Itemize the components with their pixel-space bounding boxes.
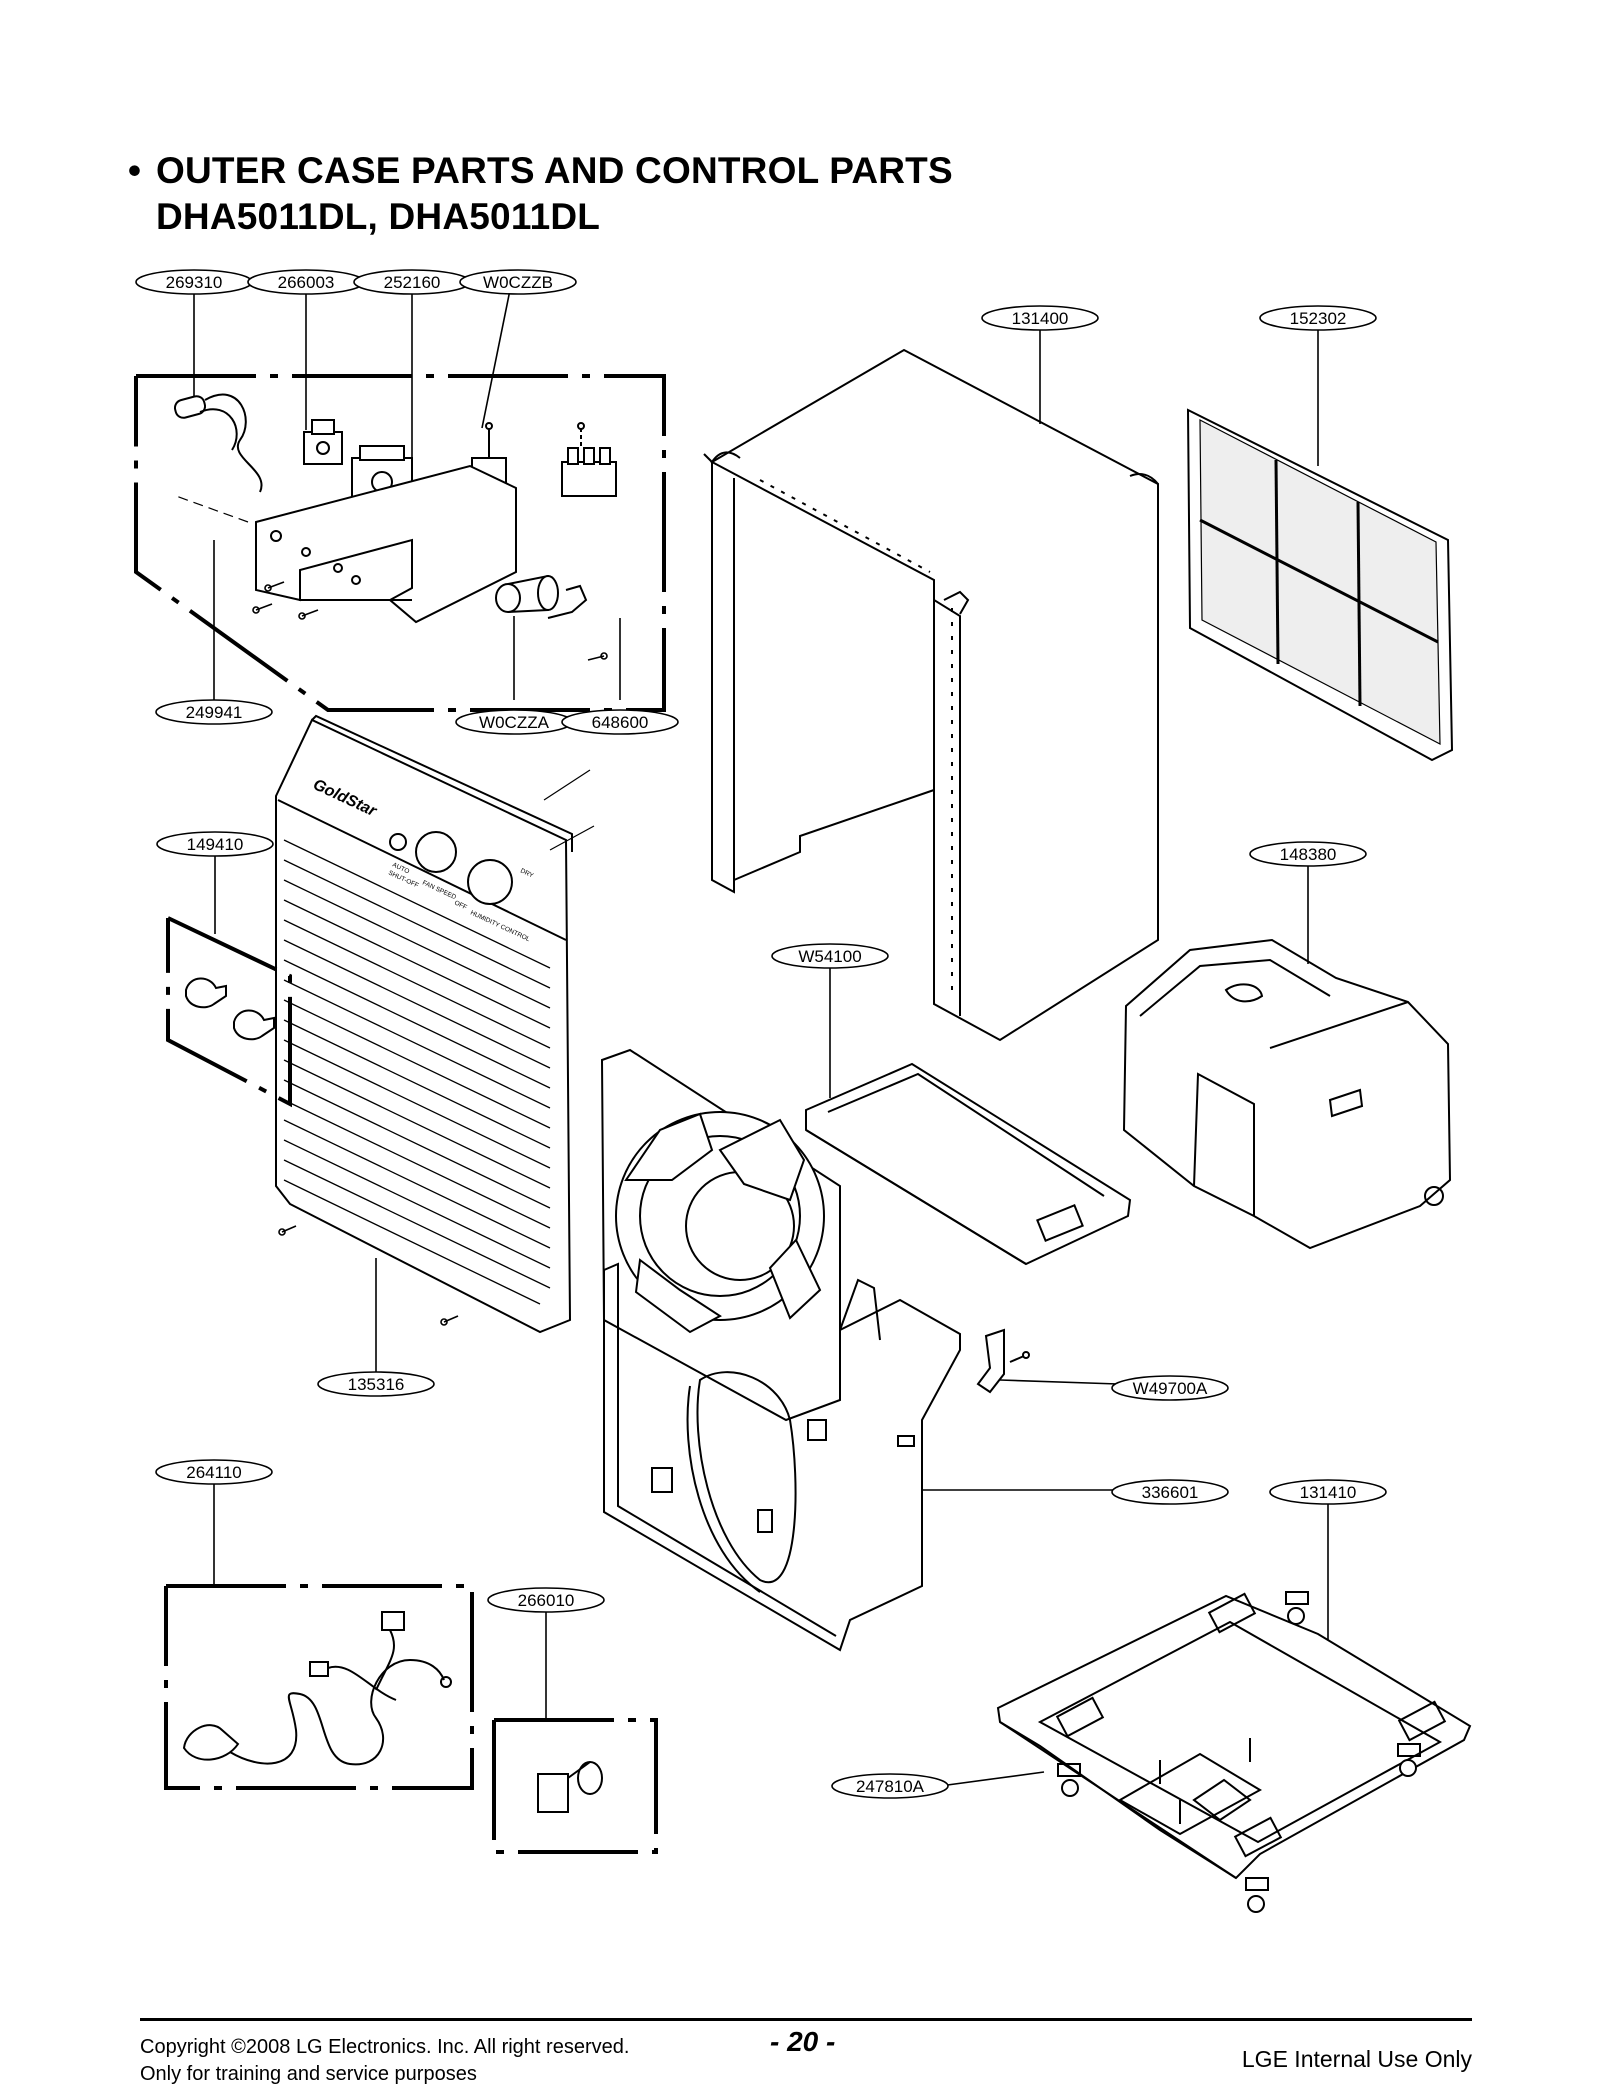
label-152302: 152302 (1259, 305, 1377, 331)
label-247810A: 247810A (831, 1773, 949, 1799)
base-pan (996, 1591, 1472, 1913)
control-parts-group (134, 374, 666, 712)
footer-divider (140, 2018, 1472, 2021)
svg-text:252160: 252160 (384, 273, 441, 292)
humidity-knob-shape (467, 859, 513, 905)
front-grille-panel (275, 714, 595, 1334)
internal-use-note: LGE Internal Use Only (1241, 2046, 1472, 2072)
svg-text:152302: 152302 (1290, 309, 1347, 328)
switch-group-frame (492, 1718, 658, 1854)
svg-text:W0CZZB: W0CZZB (483, 273, 553, 292)
svg-text:131410: 131410 (1300, 1483, 1357, 1502)
svg-text:148380: 148380 (1280, 845, 1337, 864)
page-number: - 20 - (770, 2026, 836, 2057)
knobs-group-frame (166, 916, 292, 1108)
casters (1057, 1591, 1421, 1913)
label-648600: 648600 (561, 709, 679, 735)
svg-text:266003: 266003 (278, 273, 335, 292)
rotary-switch-part (303, 419, 343, 465)
power-cord-frame (164, 1584, 474, 1790)
training-note: Only for training and service purposes (140, 2063, 477, 2085)
label-W49700A: W49700A (1111, 1375, 1229, 1401)
label-131410: 131410 (1269, 1479, 1387, 1505)
svg-text:264110: 264110 (186, 1463, 241, 1482)
label-264110: 264110 (155, 1459, 273, 1485)
power-cord-group (164, 1584, 474, 1790)
label-149410: 149410 (156, 831, 274, 857)
leader-lines (193, 289, 1329, 1787)
label-266003: 266003 (247, 269, 365, 295)
title-bullet: • (128, 150, 142, 191)
water-bucket (1122, 938, 1452, 1250)
svg-text:648600: 648600 (592, 713, 649, 732)
svg-text:249941: 249941 (186, 703, 243, 722)
svg-text:W0CZZA: W0CZZA (479, 713, 550, 732)
outer-cabinet (703, 348, 1159, 1042)
label-336601: 336601 (1111, 1479, 1229, 1505)
screws (278, 1225, 459, 1326)
terminal-block-part (561, 422, 617, 497)
svg-text:266010: 266010 (518, 1591, 575, 1610)
svg-text:269310: 269310 (166, 273, 223, 292)
svg-text:W54100: W54100 (798, 947, 861, 966)
svg-text:336601: 336601 (1142, 1483, 1199, 1502)
svg-text:135316: 135316 (348, 1375, 405, 1394)
knobs-group (166, 916, 292, 1108)
label-W0CZZB: W0CZZB (459, 269, 577, 295)
svg-text:149410: 149410 (187, 835, 244, 854)
label-W54100: W54100 (771, 943, 889, 969)
svg-text:131400: 131400 (1012, 309, 1069, 328)
label-269310: 269310 (135, 269, 253, 295)
label-249941: 249941 (155, 699, 273, 725)
control-bracket (175, 464, 517, 624)
drain-tray (805, 1062, 1132, 1266)
fan-speed-knob-shape (415, 831, 457, 873)
footer-left: Copyright ©2008 LG Electronics. Inc. All… (140, 2034, 629, 2088)
svg-text:OFF: OFF (453, 899, 468, 911)
title-line-2: DHA5011DL, DHA5011DL (156, 196, 601, 237)
air-filter (1186, 408, 1454, 762)
page-title: • OUTER CASE PARTS AND CONTROL PARTS DHA5… (128, 148, 953, 240)
label-266010: 266010 (487, 1587, 605, 1613)
label-252160: 252160 (353, 269, 471, 295)
label-148380: 148380 (1249, 841, 1367, 867)
label-W0CZZA: W0CZZA (455, 709, 573, 735)
switch-group (492, 1718, 658, 1854)
run-capacitor (495, 574, 588, 619)
svg-text:W49700A: W49700A (1133, 1379, 1208, 1398)
label-135316: 135316 (317, 1371, 435, 1397)
grille-slats (283, 839, 551, 1305)
cord-capacitor (173, 393, 263, 493)
screws (252, 581, 608, 661)
svg-text:247810A: 247810A (856, 1777, 925, 1796)
clip-part (976, 1328, 1030, 1394)
copyright-text: Copyright ©2008 LG Electronics. Inc. All… (140, 2036, 630, 2058)
title-line-1: OUTER CASE PARTS AND CONTROL PARTS (156, 150, 953, 191)
label-131400: 131400 (981, 305, 1099, 331)
part-labels: 269310 266003 252160 W0CZZB 131400 15230… (135, 269, 1387, 1799)
fan-shroud-frame (600, 1048, 961, 1652)
